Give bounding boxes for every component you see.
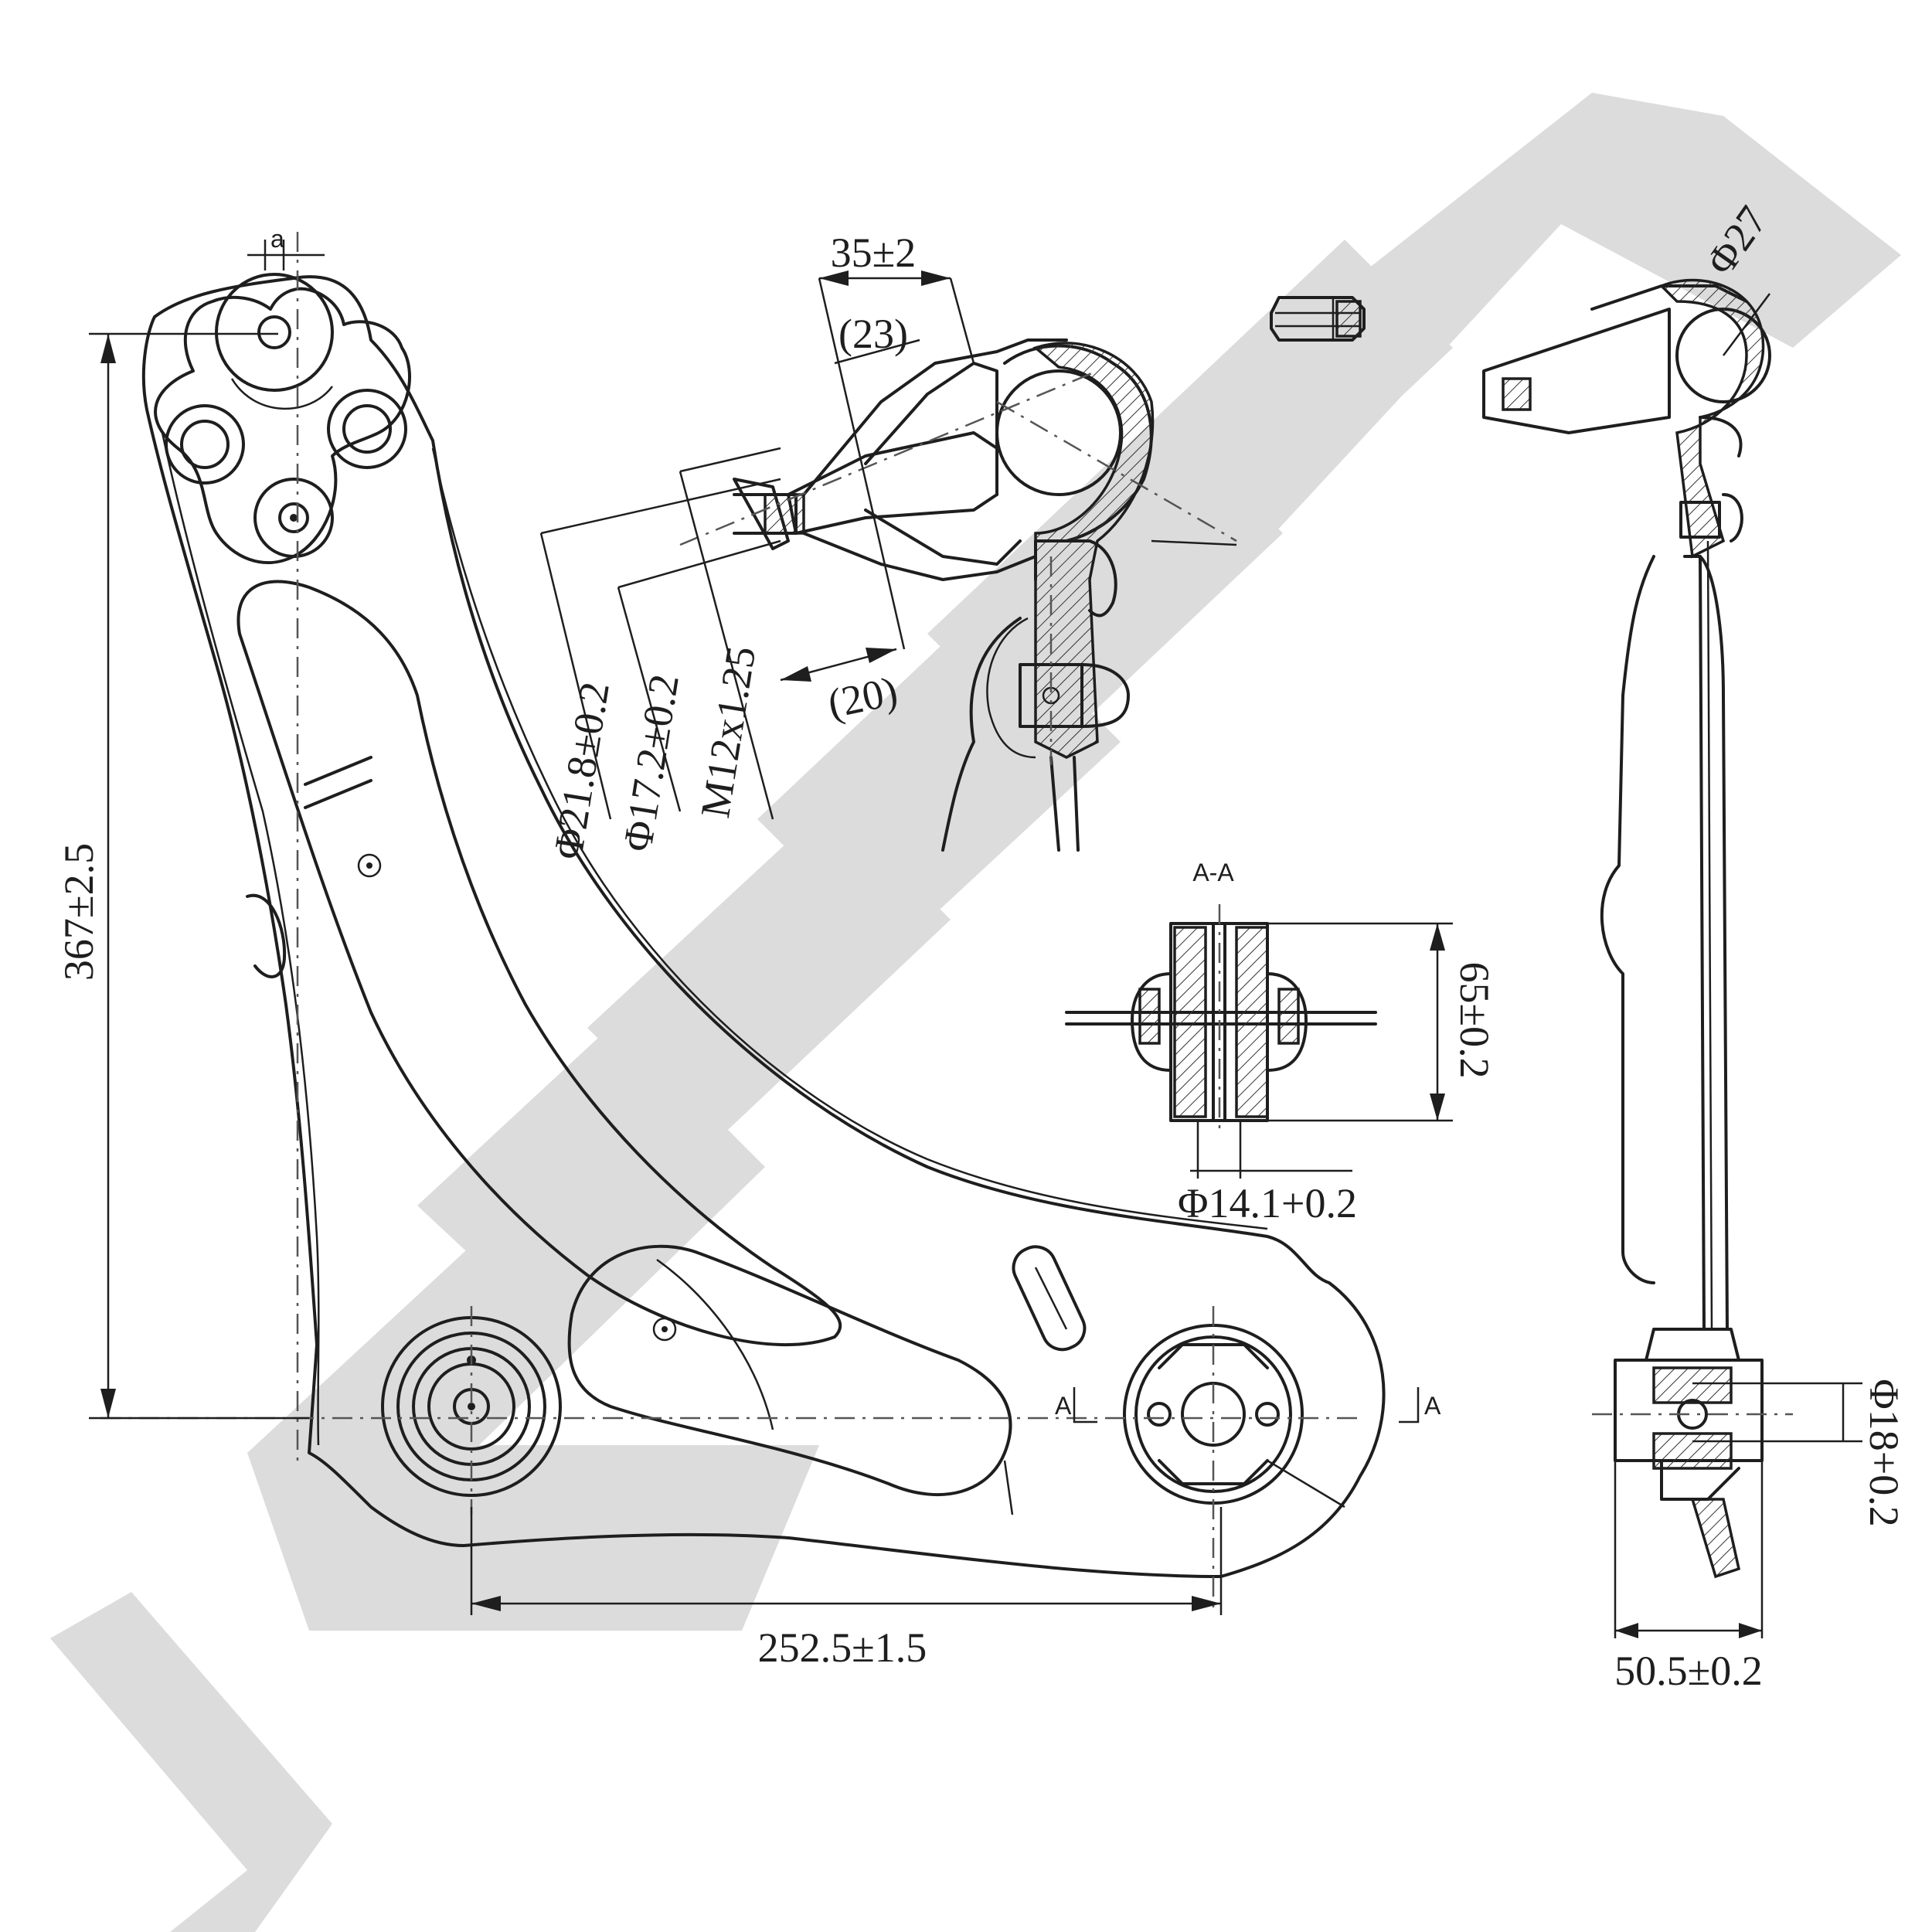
bushing-bore-label: Φ14.1+0.2 — [1178, 1180, 1357, 1226]
rear-bushing-plan — [1123, 1324, 1345, 1509]
front-bushing-width-label: 50.5±0.2 — [1614, 1648, 1763, 1694]
stud-length-label: 35±2 — [831, 230, 917, 276]
side-view — [1482, 278, 1793, 1579]
arm-outline — [141, 275, 1386, 1578]
height-dimension-label: 367±2.5 — [56, 843, 102, 981]
section-marker-right: A — [1424, 1392, 1441, 1420]
arm-pocket-2 — [567, 1244, 1012, 1496]
stud-inner-label: (23) — [838, 311, 908, 357]
section-title: A-A — [1192, 859, 1234, 886]
width-dimension: 252.5±1.5 — [470, 1507, 1223, 1671]
section-marker-left: A — [1055, 1392, 1072, 1420]
section-a-a: A-A 65±0.2 Φ14.1+0.2 — [1065, 859, 1498, 1226]
ball-offset-dim: a — [247, 225, 325, 270]
ball-offset-label: a — [270, 225, 284, 253]
front-bushing-dims: Φ18+0.2 50.5±0.2 — [1614, 1379, 1907, 1694]
control-arm-plan-view — [100, 232, 1386, 1615]
front-bushing-bore-label: Φ18+0.2 — [1861, 1379, 1907, 1526]
arm-flange-line — [431, 447, 1268, 1230]
ball-dia-2-label: Φ17.2±0.2 — [614, 671, 688, 855]
ball-joint-plan — [154, 273, 411, 564]
ball-dia-1-label: Φ21.8±0.2 — [545, 679, 618, 862]
arm-pocket-outline — [236, 580, 842, 1347]
height-dimension: 367±2.5 — [56, 332, 309, 1420]
width-dimension-label: 252.5±1.5 — [758, 1624, 927, 1671]
bushing-length-label: 65±0.2 — [1451, 961, 1498, 1078]
ball-joint-section — [679, 338, 1237, 852]
section-markers: A A — [1055, 1387, 1441, 1423]
drain-slot — [1012, 1245, 1087, 1352]
thread-label: M12x1.25 — [692, 643, 764, 821]
nut-icon — [1270, 296, 1366, 342]
